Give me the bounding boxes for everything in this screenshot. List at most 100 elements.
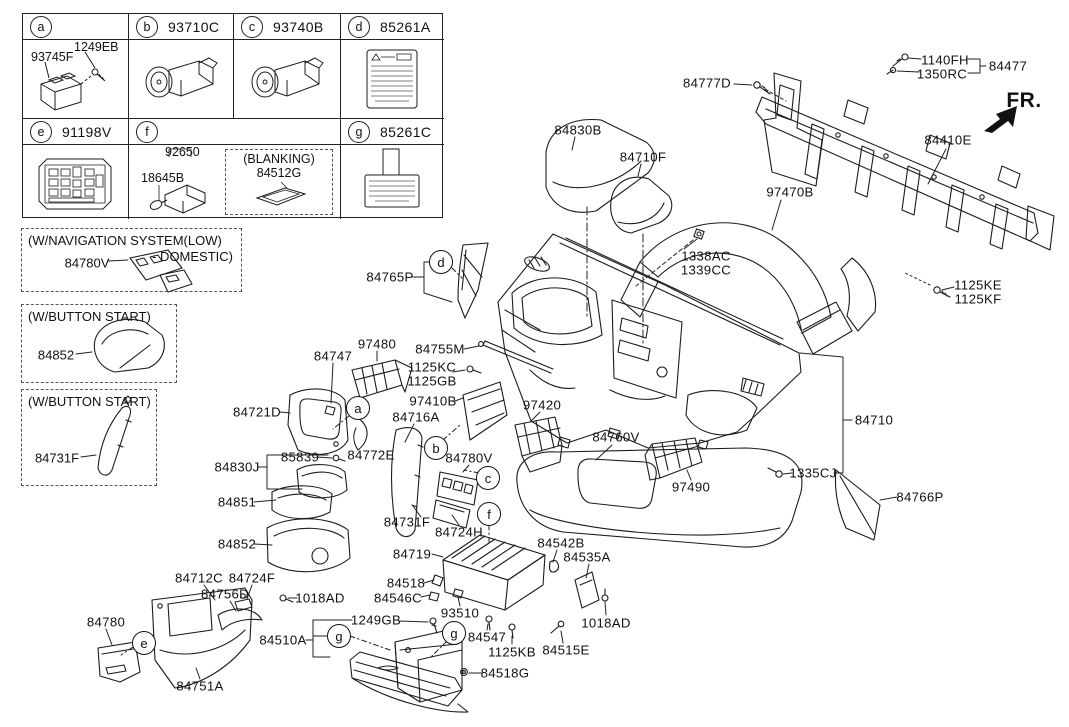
part-label-84535A: 84535A [563, 549, 611, 565]
part-label-84721D: 84721D [233, 404, 281, 420]
option-switch-strip-illustration [129, 249, 193, 293]
part-label-84760V: 84760V [592, 429, 640, 445]
callout-e-badge: e [30, 120, 52, 143]
push-switch-illustration [145, 57, 218, 98]
part-label-84724F: 84724F [228, 570, 276, 586]
callout-g-badge: g [348, 120, 370, 143]
blanking-pad-illustration [255, 181, 307, 206]
switch-with-screw-illustration [40, 51, 106, 111]
glove-box-lid-illustration [349, 651, 469, 713]
part-label-1140FH: 1140FH [921, 52, 969, 68]
option-box-title: (W/BUTTON START) [28, 394, 151, 409]
callout-d-badge: d [348, 15, 370, 38]
blanking-box: (BLANKING) 84512G [225, 149, 333, 215]
part-label-1249GB: 1249GB [350, 612, 402, 628]
part-label-84777D: 84777D [683, 75, 731, 91]
fr-direction-label: FR. [1006, 89, 1042, 112]
part-label-1125GB: 1125GB [407, 373, 457, 389]
leader-lines [75, 57, 987, 680]
fuse-panel-illustration [38, 158, 112, 210]
part-label-84724H: 84724H [435, 524, 483, 540]
pillar-trim-illustration [390, 427, 424, 538]
part-label-84780: 84780 [86, 614, 126, 630]
part-label-93510: 93510 [440, 605, 480, 621]
part-label-1125KF: 1125KF [954, 291, 1002, 307]
callout-a-badge: a [30, 15, 52, 38]
column-pad-84830j-illustration [296, 464, 348, 499]
vent-97490-illustration [644, 437, 703, 481]
instruction-label-illustration [364, 148, 420, 208]
callout-c-badge: c [241, 15, 263, 38]
part-label-84756D: 84756D [201, 586, 249, 602]
part-label-84772E: 84772E [347, 447, 395, 463]
part-label-84410E: 84410E [924, 132, 972, 148]
option-box-subtitle: - DOMESTIC) [152, 249, 233, 264]
option-trim-84731f-illustration [97, 395, 132, 476]
part-label-1018AD: 1018AD [581, 615, 631, 631]
callout-d: d [429, 250, 453, 274]
part-label-84510A: 84510A [259, 632, 307, 648]
option-box-button-start-1: (W/BUTTON START) 84852 [21, 304, 177, 383]
cluster-facia-84721d-illustration [287, 388, 349, 455]
crossmember-illustration [755, 72, 1055, 251]
part-label-97420: 97420 [522, 397, 562, 413]
option-shroud-84852-illustration [93, 318, 165, 373]
cover-84780-illustration [97, 641, 141, 683]
part-label-1125KC: 1125KC [407, 359, 457, 375]
defroster-duct-illustration [620, 222, 877, 355]
fr-arrow-icon [984, 106, 1017, 133]
part-label-1125KE: 1125KE [954, 277, 1002, 293]
legend-table: a 93745F 1249EB b 93710C c 93 [22, 13, 444, 219]
part-label-84830B: 84830B [554, 122, 602, 138]
legend-cell-d: d 85261A [341, 14, 444, 119]
callout-a: a [346, 396, 370, 420]
part-label-84542B: 84542B [537, 535, 585, 551]
legend-part-label: 93745F [31, 50, 74, 64]
part-label-84477: 84477 [988, 58, 1028, 74]
part-label-84830J: 84830J [214, 459, 260, 475]
column-lower-cover-84852-illustration [266, 518, 351, 573]
part-label-84712C: 84712C [175, 570, 223, 586]
part-label-97480: 97480 [357, 336, 397, 352]
pad-84710f-illustration [610, 176, 673, 234]
knee-bolster-84751a-illustration [151, 587, 253, 689]
legend-part-label: 18645B [141, 171, 185, 185]
part-label-84515E: 84515E [542, 642, 590, 658]
option-box-navigation: (W/NAVIGATION SYSTEM(LOW) - DOMESTIC) 84… [21, 228, 242, 292]
part-label-84710: 84710 [854, 412, 894, 428]
part-label-84766P: 84766P [896, 489, 944, 505]
part-label-1125KB: 1125KB [488, 644, 536, 660]
rod-84755m-illustration [478, 340, 554, 374]
strip-84756d-illustration [217, 608, 263, 631]
switch-pod-84780v-illustration [436, 471, 479, 506]
push-switch-illustration [251, 57, 324, 98]
speaker-pad-84830b-illustration [545, 118, 655, 213]
part-label-1335CJ: 1335CJ [789, 465, 837, 481]
callout-b: b [424, 436, 448, 460]
bracket-84724h-illustration [432, 499, 471, 529]
legend-cell-a: a 93745F 1249EB [23, 14, 129, 119]
lower-pad-84760v-illustration [516, 447, 803, 548]
legend-code: 91198V [62, 123, 112, 140]
vent-97420-illustration [514, 416, 563, 473]
fastener-icons [279, 53, 951, 676]
legend-cell-b: b 93710C [129, 14, 234, 119]
callout-g: g [327, 624, 351, 648]
part-label-84747: 84747 [313, 348, 353, 364]
column-upper-cover-84851-illustration [271, 485, 333, 520]
legend-code: 93740B [273, 18, 324, 35]
part-label-84751A: 84751A [176, 678, 224, 694]
part-label-84731F-option: 84731F [34, 450, 80, 466]
side-panel-84765p-illustration [457, 242, 489, 319]
legend-cell-c: c 93740B [234, 14, 341, 119]
part-label-84780V: 84780V [445, 450, 493, 466]
callout-b-badge: b [136, 15, 158, 38]
callout-g: g [442, 621, 466, 645]
part-label-84547: 84547 [467, 629, 507, 645]
part-label-1338AC: 1338AC [681, 248, 731, 264]
legend-part-label: 1249EB [74, 40, 119, 54]
option-box-title: (W/BUTTON START) [28, 309, 151, 324]
legend-cell-f: f 92650 18645B (BLANKING) 84512G [129, 119, 341, 219]
